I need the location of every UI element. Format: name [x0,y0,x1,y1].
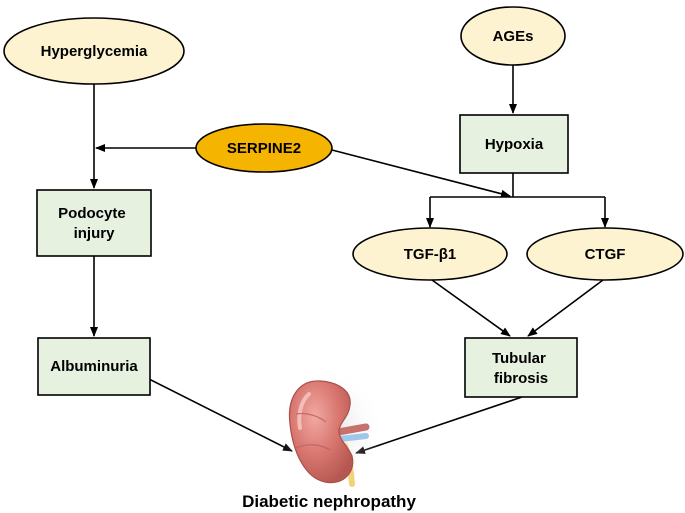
node-albuminuria: Albuminuria [37,337,151,396]
edge-serpine2-right [331,149,511,198]
node-ages: AGEs [460,6,566,66]
kidney-icon [275,366,385,490]
ages-shape [460,6,566,66]
edge-tgf-tubular [431,279,511,337]
ages-label: AGEs [493,28,534,45]
podocyte-injury-line-2: injury [74,225,115,242]
podocyte-injury-shape [36,189,152,257]
kidney-highlight [297,392,311,430]
albuminuria-shape [37,337,151,396]
podocyte-injury-line-1: Podocyte [58,205,126,222]
node-podocyte-injury: Podocyte injury [36,189,152,257]
hypoxia-label: Hypoxia [485,136,544,153]
tgf-b1-shape [352,227,508,281]
tgf-b1-label: TGF-β1 [404,246,457,263]
kidney-artery [334,423,370,436]
node-hyperglycemia: Hyperglycemia [3,17,185,85]
tubular-fibrosis-label: Tubular fibrosis [492,350,550,387]
ctgf-shape [526,227,684,281]
kidney-lobe-line-1 [295,412,327,423]
diagram-caption: Diabetic nephropathy [242,492,416,511]
albuminuria-label: Albuminuria [50,358,138,375]
kidney-body [288,380,354,484]
ctgf-label: CTGF [585,246,626,263]
hyperglycemia-shape [3,17,185,85]
node-tgf-b1: TGF-β1 [352,227,508,281]
hyperglycemia-label: Hyperglycemia [41,43,148,60]
tubular-fibrosis-shape [464,337,578,398]
node-serpine2: SERPINE2 [195,123,333,173]
kidney-vein [337,433,369,442]
tubular-fibrosis-line-1: Tubular [492,350,546,367]
node-hypoxia: Hypoxia [459,114,569,174]
kidney-lobe-line-2 [295,444,331,451]
edge-tubular-kidney [355,396,523,454]
serpine2-label: SERPINE2 [227,140,301,157]
podocyte-injury-label: Podocyte injury [58,205,130,242]
serpine2-shape [195,123,333,173]
node-ctgf: CTGF [526,227,684,281]
hypoxia-shape [459,114,569,174]
node-tubular-fibrosis: Tubular fibrosis [464,337,578,398]
edge-albuminuria-kidney [144,376,293,452]
edge-ctgf-tubular [527,279,604,337]
tubular-fibrosis-line-2: fibrosis [494,370,548,387]
edges [90,64,609,454]
